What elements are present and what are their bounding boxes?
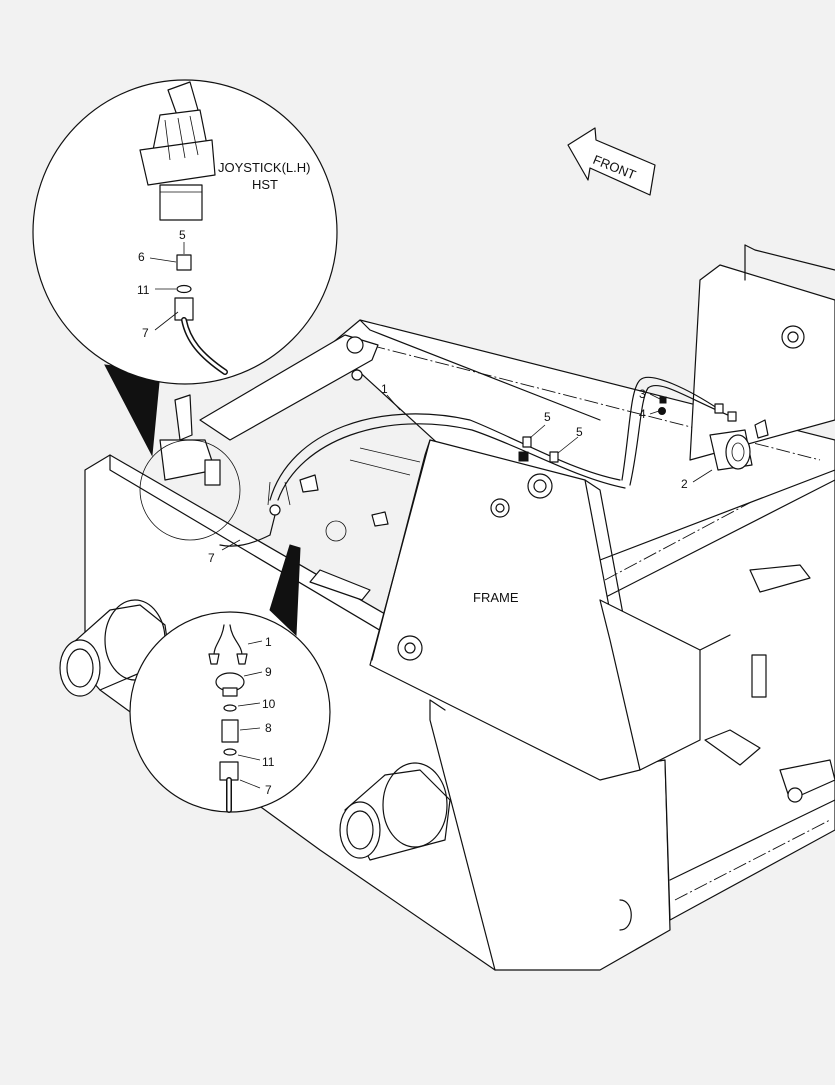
callout-6-top: 6 xyxy=(138,250,145,264)
callout-2-main: 2 xyxy=(681,477,688,491)
callout-5-top: 5 xyxy=(179,228,186,242)
callout-11-top: 11 xyxy=(137,283,150,297)
callout-7-top: 7 xyxy=(142,326,149,340)
callout-7-main: 7 xyxy=(208,551,215,565)
callout-8-bottom: 8 xyxy=(265,721,272,735)
callout-11-bottom: 11 xyxy=(262,755,275,769)
joystick-sublabel: HST xyxy=(252,177,278,192)
callout-3-main: 3 xyxy=(639,387,646,401)
detail-circle-top: 5 6 11 7 JOYSTICK(L.H) HST xyxy=(32,79,338,457)
main-wiring xyxy=(269,376,769,501)
detail-marker-small xyxy=(139,439,241,541)
callout-5b-main: 5 xyxy=(576,425,583,439)
frame-label: FRAME xyxy=(473,590,519,605)
callout-10-bottom: 10 xyxy=(262,697,276,711)
main-callouts: 1 2 3 4 5 5 7 xyxy=(208,382,713,565)
sensor-on-machine xyxy=(219,481,291,547)
callout-4-main: 4 xyxy=(639,407,646,421)
callout-7-bottom: 7 xyxy=(265,783,272,797)
callout-9-bottom: 9 xyxy=(265,665,272,679)
machine-frame xyxy=(84,244,835,971)
callout-1-main: 1 xyxy=(381,382,388,396)
callout-5a-main: 5 xyxy=(544,410,551,424)
joystick-label: JOYSTICK(L.H) xyxy=(218,160,310,175)
callout-1-bottom: 1 xyxy=(265,635,272,649)
front-direction-arrow: FRONT xyxy=(567,127,656,196)
detail-circle-bottom: 1 9 10 8 11 7 xyxy=(129,544,331,813)
